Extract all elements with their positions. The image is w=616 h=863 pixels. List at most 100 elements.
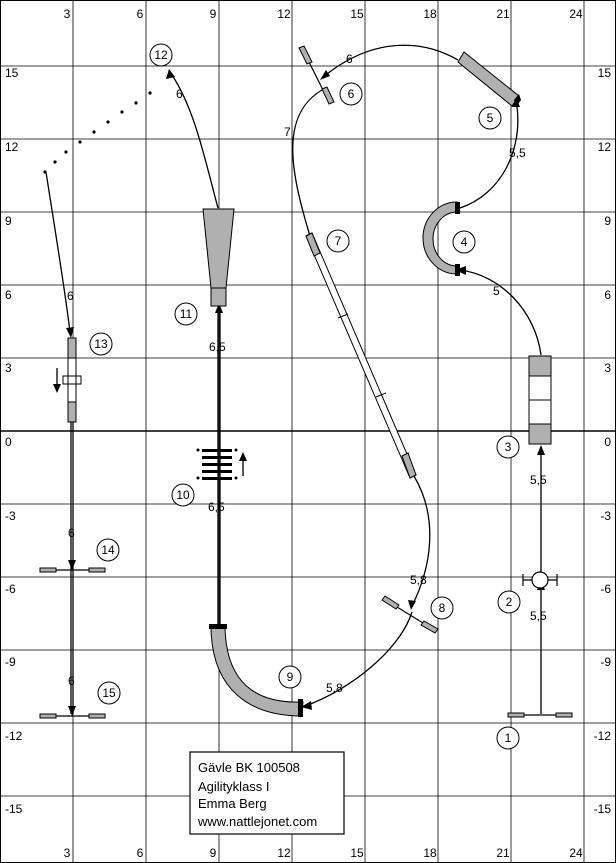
svg-text:9: 9 <box>287 670 294 684</box>
obstacle-number-15: 15 <box>97 681 121 705</box>
tick-top: 3 <box>64 7 71 21</box>
tick-right: 6 <box>604 288 611 302</box>
svg-text:12: 12 <box>154 48 168 62</box>
tick-right: -12 <box>594 729 612 743</box>
tick-left: 3 <box>5 361 12 375</box>
svg-text:1: 1 <box>505 731 512 745</box>
distance-label: 6 <box>176 87 183 101</box>
path-arrow <box>68 560 76 570</box>
tick-right: 15 <box>598 66 612 80</box>
path-arrow <box>408 600 416 610</box>
info-judge: Emma Berg <box>198 796 267 811</box>
obstacle-8-jump <box>381 595 439 634</box>
obstacle-number-10: 10 <box>171 483 195 507</box>
tick-right: 12 <box>598 140 612 154</box>
right-axis-labels: 15 12 9 6 3 0 -3 -6 -9 -12 -15 <box>594 66 612 816</box>
obstacle-15-jump <box>39 713 106 719</box>
path-12-13 <box>45 171 71 333</box>
distance-label: 6 <box>68 674 75 688</box>
path-arrow <box>166 69 175 79</box>
tick-left: -12 <box>5 729 23 743</box>
obstacle-2-tire <box>522 571 558 589</box>
obstacle-number-6: 6 <box>339 82 363 106</box>
obstacle-6-jump <box>298 45 335 105</box>
obstacle-14-jump <box>39 567 106 573</box>
svg-text:7: 7 <box>335 234 342 248</box>
distance-label: 5,8 <box>410 573 427 587</box>
path-6-7 <box>292 89 323 237</box>
svg-text:2: 2 <box>506 595 513 609</box>
obstacle-number-12: 12 <box>149 43 173 67</box>
obstacle-number-1: 1 <box>496 726 520 750</box>
svg-text:4: 4 <box>461 235 468 249</box>
tick-top: 18 <box>423 7 437 21</box>
obstacle-11-chute <box>202 208 235 307</box>
tick-bottom: 9 <box>210 846 217 860</box>
obstacle-number-14: 14 <box>96 538 120 562</box>
info-website: www.nattlejonet.com <box>197 814 317 829</box>
tick-right: -6 <box>600 582 611 596</box>
obstacle-number-4: 4 <box>452 230 476 254</box>
path-arrow <box>301 701 312 710</box>
tick-top: 6 <box>137 7 144 21</box>
obstacle-numbers: 1 2 3 4 5 6 7 8 <box>89 43 521 750</box>
svg-text:6: 6 <box>348 87 355 101</box>
svg-text:13: 13 <box>94 337 108 351</box>
distance-label: 5,5 <box>530 473 547 487</box>
path-3-4 <box>459 269 542 356</box>
svg-text:15: 15 <box>102 686 116 700</box>
tick-bottom: 21 <box>496 846 510 860</box>
path-arrow <box>320 70 330 80</box>
tunnel-end <box>455 264 460 276</box>
tick-right: -3 <box>600 509 611 523</box>
tick-left: -15 <box>5 802 23 816</box>
path-arrow <box>66 327 74 338</box>
distance-label: 5 <box>493 284 500 298</box>
tick-left: 12 <box>5 140 19 154</box>
tick-top: 15 <box>350 7 364 21</box>
obstacle-number-11: 11 <box>174 302 198 326</box>
distance-label: 5,5 <box>530 609 547 623</box>
tick-left: -3 <box>5 509 16 523</box>
obstacle-number-7: 7 <box>326 229 350 253</box>
svg-text:14: 14 <box>101 543 115 557</box>
tick-bottom: 3 <box>64 846 71 860</box>
distance-label: 6 <box>68 526 75 540</box>
svg-text:8: 8 <box>439 601 446 615</box>
obstacle-number-5: 5 <box>478 106 502 130</box>
tick-right: 9 <box>604 214 611 228</box>
tick-bottom: 18 <box>423 846 437 860</box>
tick-right: 3 <box>604 361 611 375</box>
tick-bottom: 12 <box>277 846 291 860</box>
tick-bottom: 24 <box>569 846 583 860</box>
tick-left: 9 <box>5 214 12 228</box>
path-4-5 <box>459 99 519 209</box>
obstacle-number-2: 2 <box>497 590 521 614</box>
left-axis-labels: 15 12 9 6 3 0 -3 -6 -9 -12 -15 <box>5 66 23 816</box>
distance-labels: 6 5,5 5 5,5 6 6 7 7 6,5 6,5 6 6 5,5 5,8 … <box>67 52 547 695</box>
distance-label: 5,8 <box>326 681 343 695</box>
obstacle-number-13: 13 <box>89 332 113 356</box>
obstacle-number-9: 9 <box>278 665 302 689</box>
obstacle-number-8: 8 <box>430 596 454 620</box>
path-11-12 <box>171 74 219 209</box>
distance-label: 6 <box>67 289 74 303</box>
obstacle-1-jump <box>507 712 573 718</box>
dotted-path <box>43 91 152 174</box>
tick-top: 9 <box>210 7 217 21</box>
tick-left: 15 <box>5 66 19 80</box>
distance-label: 6,5 <box>209 340 226 354</box>
path-arrow <box>455 266 466 275</box>
path-8-9 <box>304 611 413 707</box>
tick-top: 24 <box>569 7 583 21</box>
tick-right: 0 <box>604 435 611 449</box>
tick-right: -15 <box>594 802 612 816</box>
obstacle-5-tunnel <box>457 51 521 107</box>
bottom-axis-labels: 3 6 9 12 15 18 21 24 <box>64 846 583 860</box>
svg-text:11: 11 <box>180 307 193 321</box>
path-arrow <box>215 303 223 313</box>
tunnel-end <box>455 202 460 214</box>
course-info-box: Gävle BK 100508 Agilityklass I Emma Berg… <box>189 751 345 835</box>
svg-text:10: 10 <box>176 488 190 502</box>
